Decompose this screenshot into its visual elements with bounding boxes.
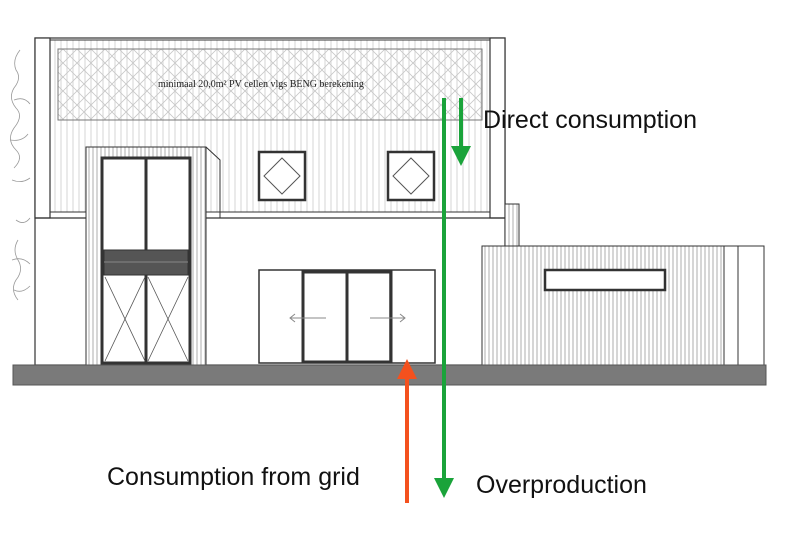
upper-window-left — [257, 150, 307, 202]
direct-consumption-label: Direct consumption — [483, 106, 697, 134]
consumption-from-grid-label: Consumption from grid — [107, 463, 360, 491]
ground-line — [12, 364, 767, 386]
overproduction-arrow — [434, 98, 454, 498]
sliding-door-arrow-icon — [289, 313, 406, 323]
pv-note-label: minimaal 20,0m² PV cellen vlgs BENG bere… — [158, 79, 364, 90]
connector-wall — [504, 203, 520, 247]
grid-consumption-arrow — [397, 359, 417, 503]
sliding-doors — [258, 269, 436, 364]
tree-sketch — [9, 49, 31, 301]
entrance-column — [85, 146, 221, 366]
upper-window-right — [386, 150, 436, 202]
annex-building — [481, 245, 765, 366]
direct-consumption-arrow — [451, 98, 471, 166]
overproduction-label: Overproduction — [476, 471, 647, 499]
pv-panel-area — [57, 48, 483, 121]
